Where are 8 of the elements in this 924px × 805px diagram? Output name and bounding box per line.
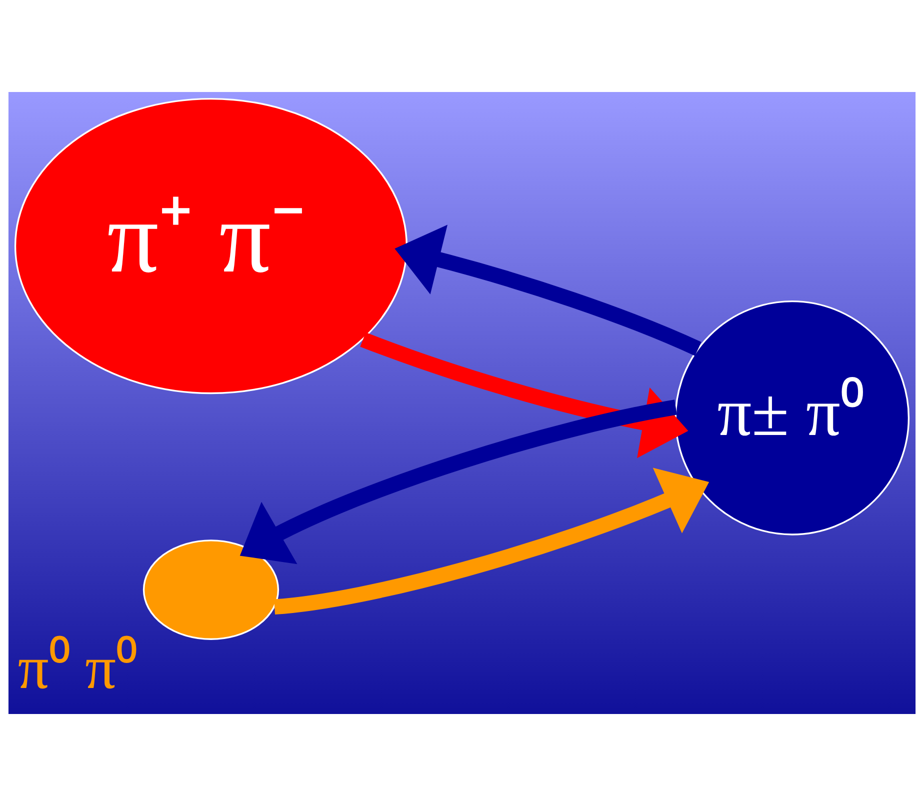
arrow (360, 332, 688, 458)
arrow (274, 467, 710, 614)
node-ellipse: π⁺ π⁻ (14, 97, 408, 394)
node-circle: π± π⁰ (674, 300, 910, 535)
arrow (394, 224, 702, 356)
arrow (240, 399, 678, 564)
node-circle (142, 539, 280, 640)
node-label: π⁰ π⁰ (18, 634, 138, 702)
